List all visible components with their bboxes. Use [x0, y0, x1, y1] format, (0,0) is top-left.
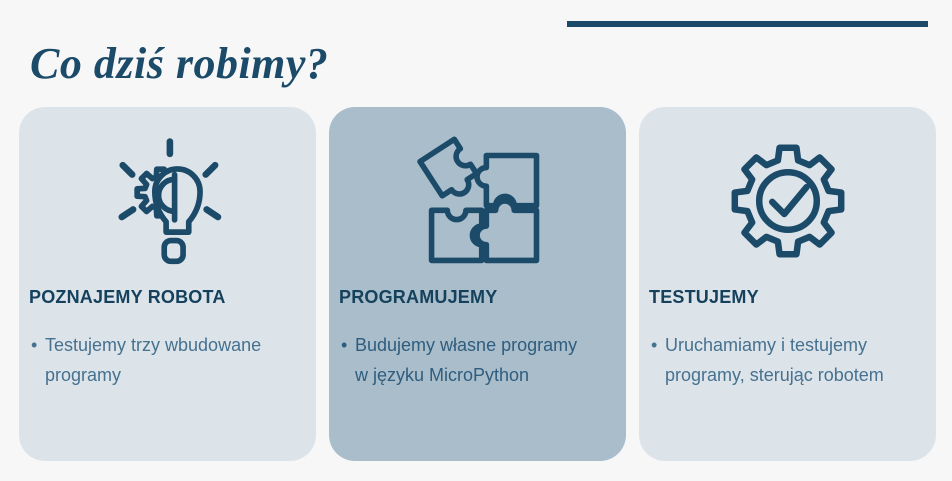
lightbulb-gear-icon [102, 135, 234, 267]
bullet-item: Uruchamiamy i testujemy programy, steruj… [651, 330, 920, 390]
cards-row: POZNAJEMY ROBOTA Testujemy trzy wbudowan… [19, 107, 936, 461]
title-underline-rule [567, 21, 928, 27]
page-title: Co dziś robimy? [30, 39, 329, 89]
bullet-item: Testujemy trzy wbudowane programy [31, 330, 300, 390]
puzzle-icon [413, 136, 543, 266]
card-bullet-list: Uruchamiamy i testujemy programy, steruj… [649, 330, 926, 390]
card-heading: TESTUJEMY [649, 287, 759, 307]
card-heading: PROGRAMUJEMY [339, 287, 498, 307]
card-bullet-list: Budujemy własne programy w języku MicroP… [339, 330, 616, 390]
card-bullet-list: Testujemy trzy wbudowane programy [29, 330, 306, 390]
gear-checkmark-icon [723, 136, 853, 266]
card-programujemy: PROGRAMUJEMY Budujemy własne programy w … [329, 107, 626, 461]
card-heading: POZNAJEMY ROBOTA [29, 287, 226, 307]
card-icon-area [339, 131, 616, 271]
card-poznajemy-robota: POZNAJEMY ROBOTA Testujemy trzy wbudowan… [19, 107, 316, 461]
card-icon-area [649, 131, 926, 271]
bullet-item: Budujemy własne programy w języku MicroP… [341, 330, 610, 390]
card-icon-area [29, 131, 306, 271]
card-testujemy: TESTUJEMY Uruchamiamy i testujemy progra… [639, 107, 936, 461]
